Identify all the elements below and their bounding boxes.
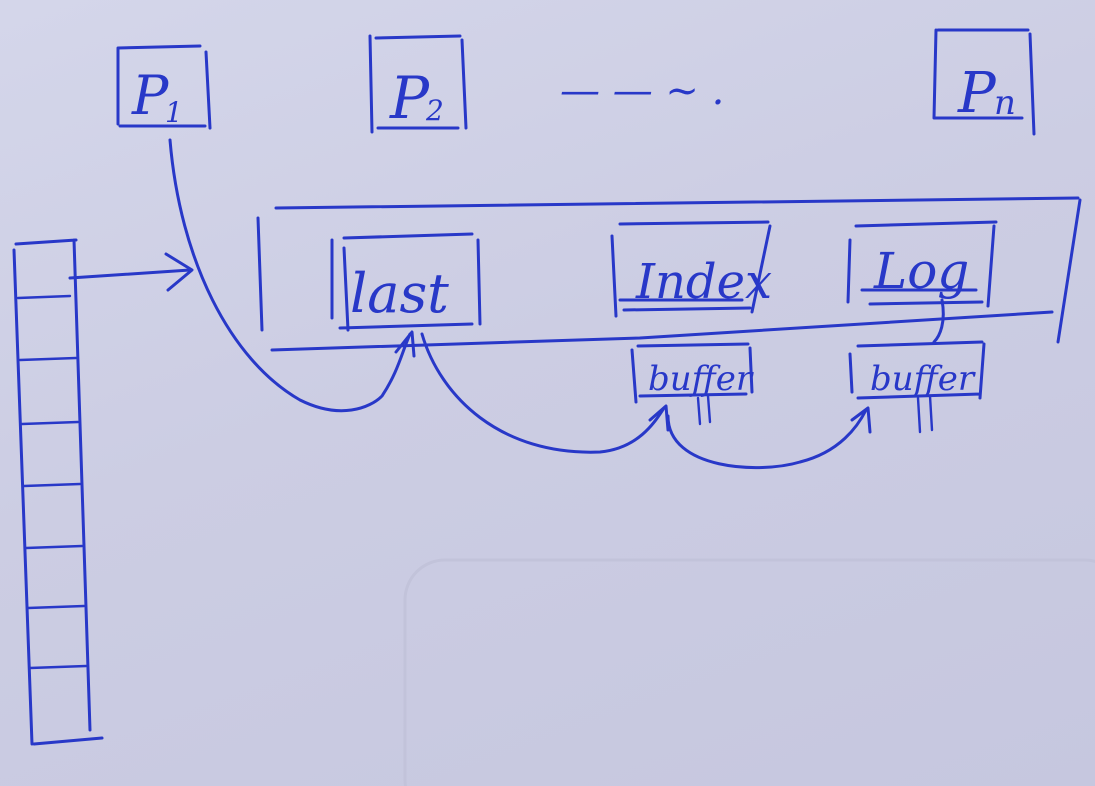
pool-block-last-label: last <box>350 262 449 325</box>
p1-to-last-arrow <box>168 138 416 413</box>
process-p1: P 1 <box>116 44 212 130</box>
slot-table <box>12 238 104 746</box>
table-to-pool-arrow <box>68 252 194 292</box>
process-pn-label: P <box>957 61 997 126</box>
pool-block-log: Log <box>846 220 998 344</box>
pool-block-index: Index <box>610 220 772 318</box>
buffer-index-to-buffer-log-arrow <box>666 406 872 470</box>
pool-block-index-label: Index <box>635 254 772 310</box>
pool-block-last: last <box>330 232 482 332</box>
buffer-index: buffer <box>630 342 754 426</box>
paper-background <box>403 558 1095 786</box>
process-p2-subscript: 2 <box>425 94 444 127</box>
process-pn-subscript: n <box>994 83 1016 123</box>
process-p1-label: P <box>131 64 170 127</box>
buffer-log-label: buffer <box>870 359 976 399</box>
pool-block-log-label: Log <box>873 242 969 300</box>
process-pn: P n <box>932 28 1036 136</box>
buffer-log: buffer <box>848 340 986 434</box>
pool-container <box>256 196 1082 352</box>
process-p2-label: P <box>389 64 430 132</box>
process-ellipsis: — — ~ . <box>560 68 724 114</box>
process-p2: P 2 <box>368 34 468 134</box>
buffer-index-label: buffer <box>648 359 754 399</box>
process-p1-subscript: 1 <box>165 96 183 129</box>
